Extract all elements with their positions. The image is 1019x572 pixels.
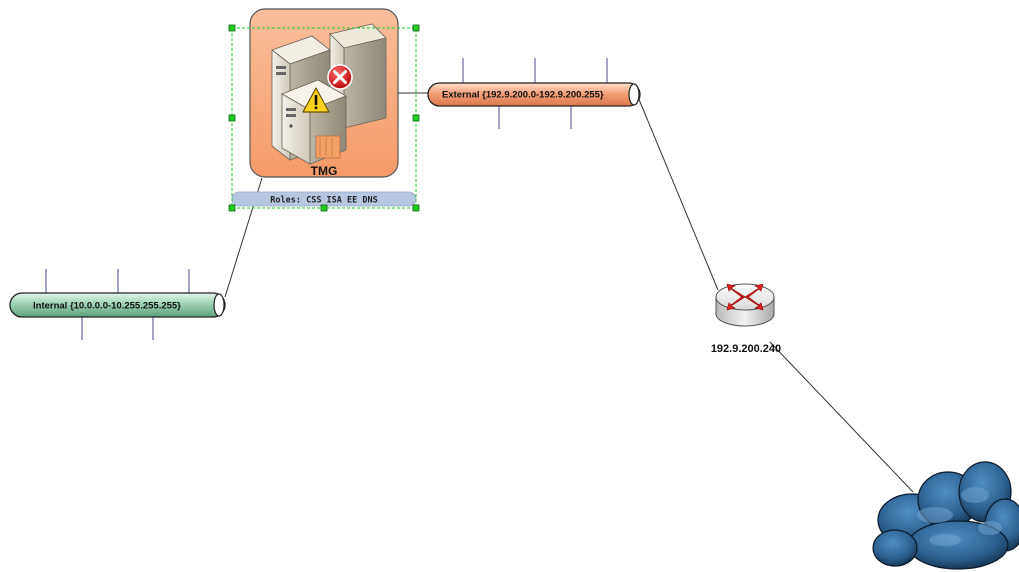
internal-bus-taps: [45, 269, 190, 340]
internal-network-bus[interactable]: Internal {10.0.0.0-10.255.255.255}: [9, 269, 226, 340]
router-label: 192.9.200.240: [711, 343, 781, 355]
selection-handle-mid-left[interactable]: [228, 114, 236, 122]
external-bus-pipe[interactable]: [427, 82, 641, 107]
warning-triangle-icon: [302, 87, 330, 113]
external-bus-label: External {192.9.200.0-192.9.200.255}: [442, 90, 604, 101]
link-external-to-router[interactable]: [637, 96, 719, 291]
external-network-bus[interactable]: External {192.9.200.0-192.9.200.255}: [427, 58, 641, 129]
server-name: TMG: [311, 164, 338, 178]
link-router-to-cloud[interactable]: [769, 341, 914, 493]
selection-frame[interactable]: [228, 24, 420, 212]
selection-handle-bottom-right[interactable]: [412, 204, 420, 212]
error-x-icon: [327, 64, 353, 90]
selection-handle-bottom-center[interactable]: [320, 204, 328, 212]
selection-handle-bottom-left[interactable]: [228, 204, 236, 212]
selection-handle-top-left[interactable]: [228, 24, 236, 32]
tmg-server-node[interactable]: TMG Roles: CSS ISA EE DNS: [228, 8, 420, 212]
external-bus-taps: [462, 58, 608, 129]
selection-handle-top-right[interactable]: [412, 24, 420, 32]
external-bus-end-cap: [628, 83, 640, 106]
internal-bus-pipe[interactable]: [9, 292, 226, 318]
selection-handle-mid-right[interactable]: [412, 114, 420, 122]
roles-text: Roles: CSS ISA EE DNS: [270, 196, 377, 206]
router-node[interactable]: 192.9.200.240: [711, 283, 781, 355]
internal-bus-label: Internal {10.0.0.0-10.255.255.255}: [33, 301, 181, 312]
internal-bus-end-cap: [213, 293, 225, 317]
router-icon: [715, 283, 775, 327]
internet-cloud-icon[interactable]: [872, 461, 1019, 570]
